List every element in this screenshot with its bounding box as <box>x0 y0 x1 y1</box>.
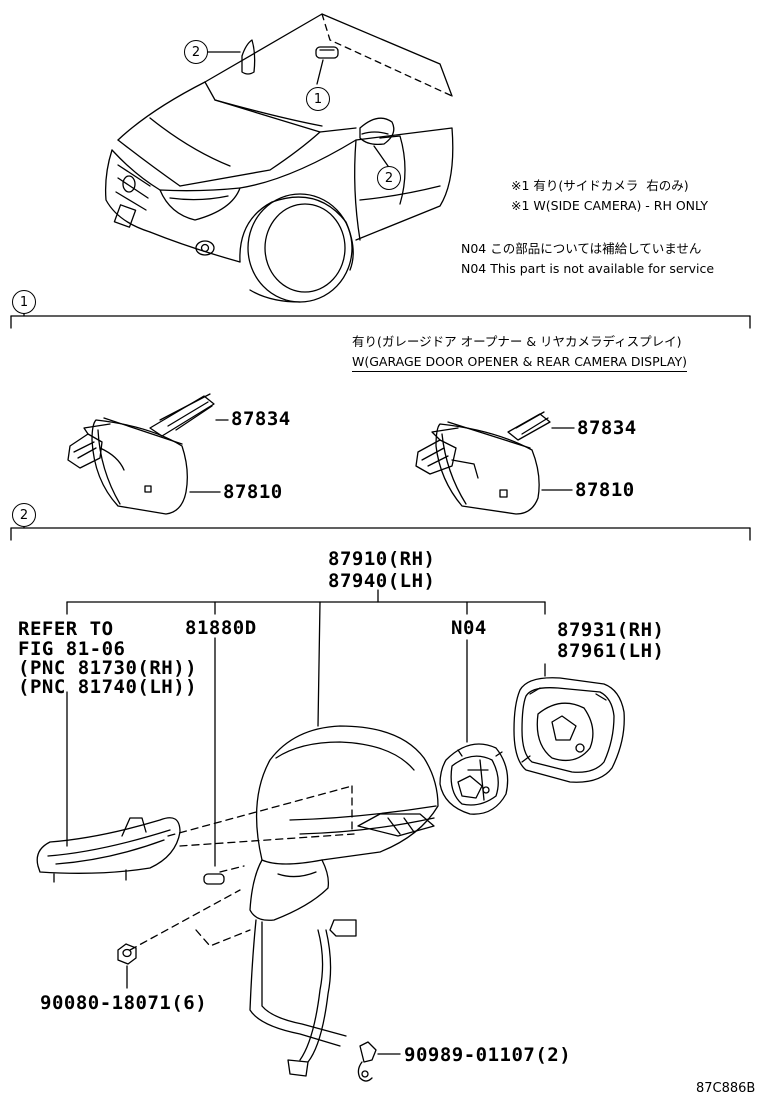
section1-divider <box>10 303 751 329</box>
part-n04: N04 <box>451 617 487 639</box>
inner-mirror-left <box>67 393 229 515</box>
section1-option-en: W(GARAGE DOOR OPENER & REAR CAMERA DISPL… <box>352 355 687 372</box>
part-90080-18071: 90080-18071(6) <box>40 992 208 1014</box>
section2-label: 2 <box>12 503 36 527</box>
mounting-dashed-lines <box>129 785 355 951</box>
section1-option-jp: 有り(ガレージドア オープナー & リヤカメラディスプレイ) <box>352 334 682 349</box>
clamp-part <box>357 1041 401 1082</box>
note-n04-jp: N04 この部品については補給していません <box>461 241 702 256</box>
assembly-bracket <box>66 589 546 867</box>
nut-part <box>117 943 137 989</box>
part-87810-left: 87810 <box>223 481 283 503</box>
turn-signal-lamp <box>36 817 181 883</box>
callout-2-outer-mirror: 2 <box>377 166 401 190</box>
inner-mirror-right <box>415 411 575 515</box>
part-90989-01107: 90989-01107(2) <box>404 1044 572 1066</box>
mirror-glass <box>513 677 625 783</box>
section1-label: 1 <box>12 290 36 314</box>
refer-line-1: REFER TO <box>18 618 114 640</box>
vehicle-illustration <box>104 13 454 303</box>
outer-mirror-assembly <box>249 725 439 1077</box>
callout-1-inner-mirror: 1 <box>306 87 330 111</box>
small-lamp-81880d <box>203 873 225 885</box>
mirror-actuator <box>439 743 509 815</box>
part-87961-lh: 87961(LH) <box>557 640 665 662</box>
note-side-camera-en: ※1 W(SIDE CAMERA) - RH ONLY <box>511 198 708 213</box>
part-87910-rh: 87910(RH) <box>328 548 436 570</box>
note-n04-en: N04 This part is not available for servi… <box>461 261 715 276</box>
diagram-code: 87C886B <box>696 1081 756 1096</box>
part-87810-right: 87810 <box>575 479 635 501</box>
callout-2-antenna: 2 <box>184 40 208 64</box>
refer-line-3: (PNC 81730(RH)) <box>18 657 198 679</box>
part-87834-left: 87834 <box>231 408 291 430</box>
note-side-camera-jp: ※1 有り(サイドカメラ 右のみ) <box>511 178 689 193</box>
part-87931-rh: 87931(RH) <box>557 619 665 641</box>
part-87940-lh: 87940(LH) <box>328 570 436 592</box>
part-81880d: 81880D <box>185 617 257 639</box>
section2-divider <box>10 515 751 541</box>
refer-line-2: FIG 81-06 <box>18 638 126 660</box>
refer-line-4: (PNC 81740(LH)) <box>18 676 198 698</box>
part-87834-right: 87834 <box>577 417 637 439</box>
